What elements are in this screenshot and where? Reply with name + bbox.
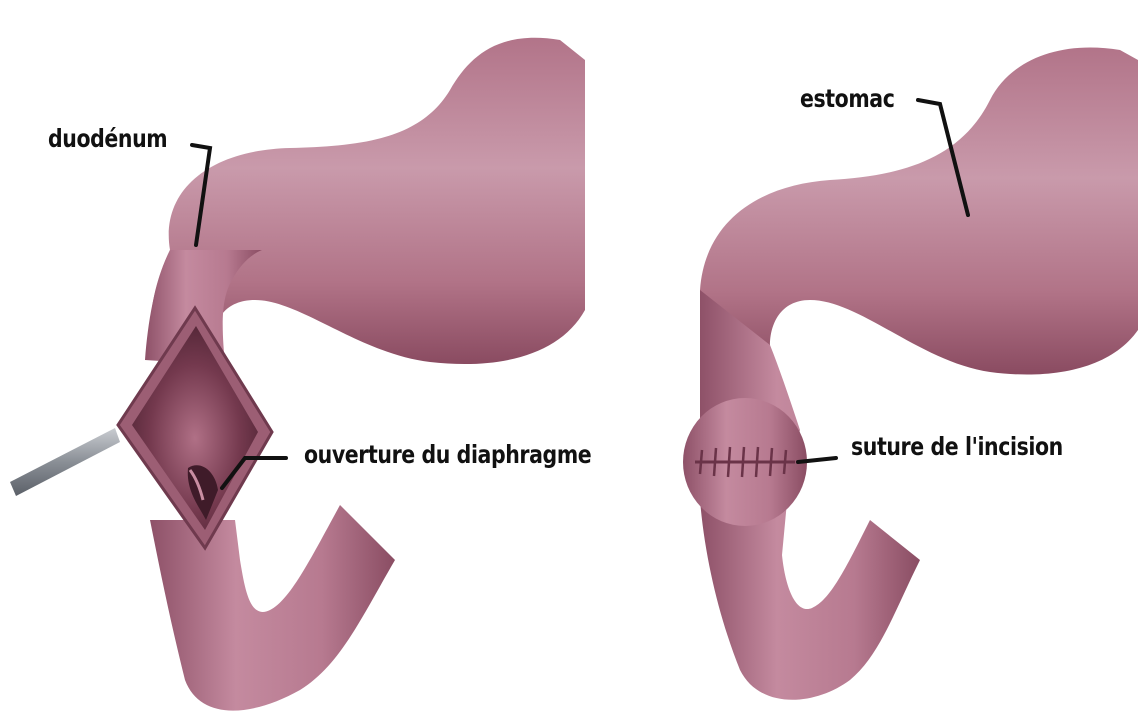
right-organ	[683, 47, 1138, 699]
surgical-instrument	[10, 428, 120, 496]
label-incision-suture: suture de l'incision	[851, 432, 1063, 461]
label-diaphragm-opening: ouverture du diaphragme	[304, 440, 591, 469]
label-duodenum: duodénum	[48, 124, 167, 153]
label-stomach: estomac	[800, 84, 894, 113]
left-duodenum-lower	[150, 505, 395, 711]
right-stomach-body	[700, 47, 1138, 374]
